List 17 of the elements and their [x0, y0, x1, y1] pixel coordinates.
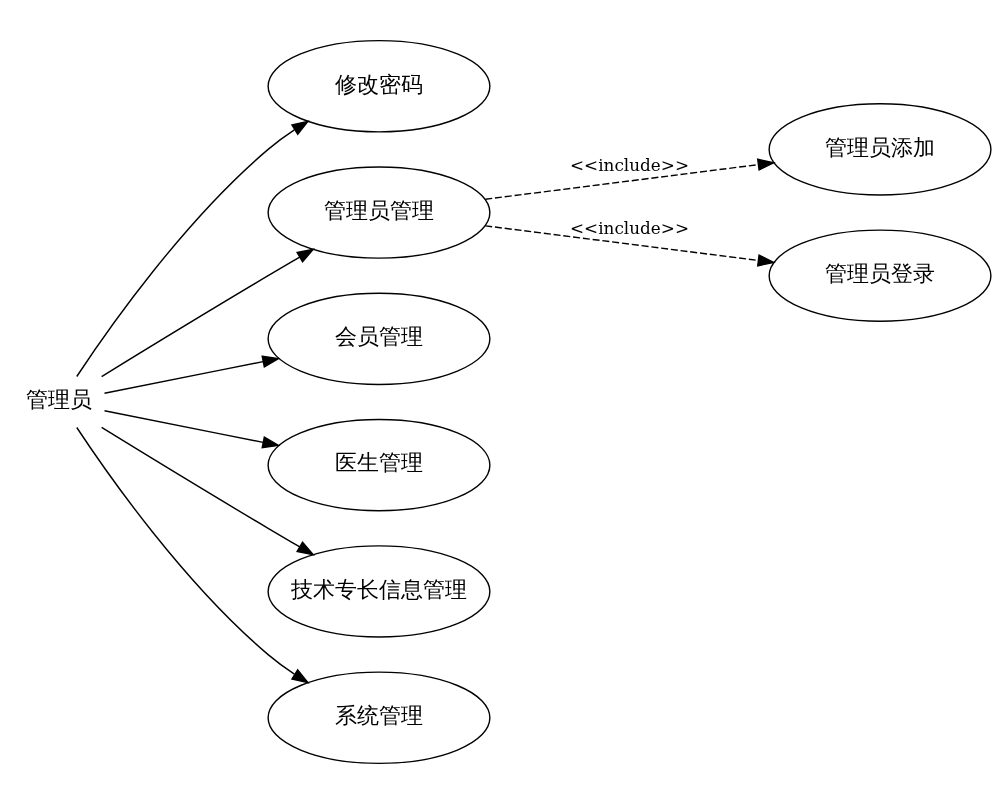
node-ellipse: 会员管理 — [267, 292, 491, 385]
node-text: 管理员 — [26, 385, 93, 412]
arrow — [100, 247, 316, 377]
arrow — [100, 426, 316, 556]
arrow — [103, 354, 281, 394]
node-ellipse: 管理员登录 — [768, 228, 992, 322]
arrow — [76, 119, 310, 377]
node-ellipse: 技术专长信息管理 — [267, 544, 491, 638]
arrow — [484, 157, 776, 200]
edge-label: <<include>> — [570, 217, 690, 238]
node-ellipse: 管理员添加 — [768, 102, 992, 196]
arrow — [103, 409, 281, 449]
arrow — [76, 426, 310, 684]
node-ellipse: 医生管理 — [267, 418, 491, 511]
edge-label: <<include>> — [570, 154, 690, 175]
arrow — [484, 224, 776, 267]
node-ellipse: 管理员管理 — [267, 165, 491, 259]
